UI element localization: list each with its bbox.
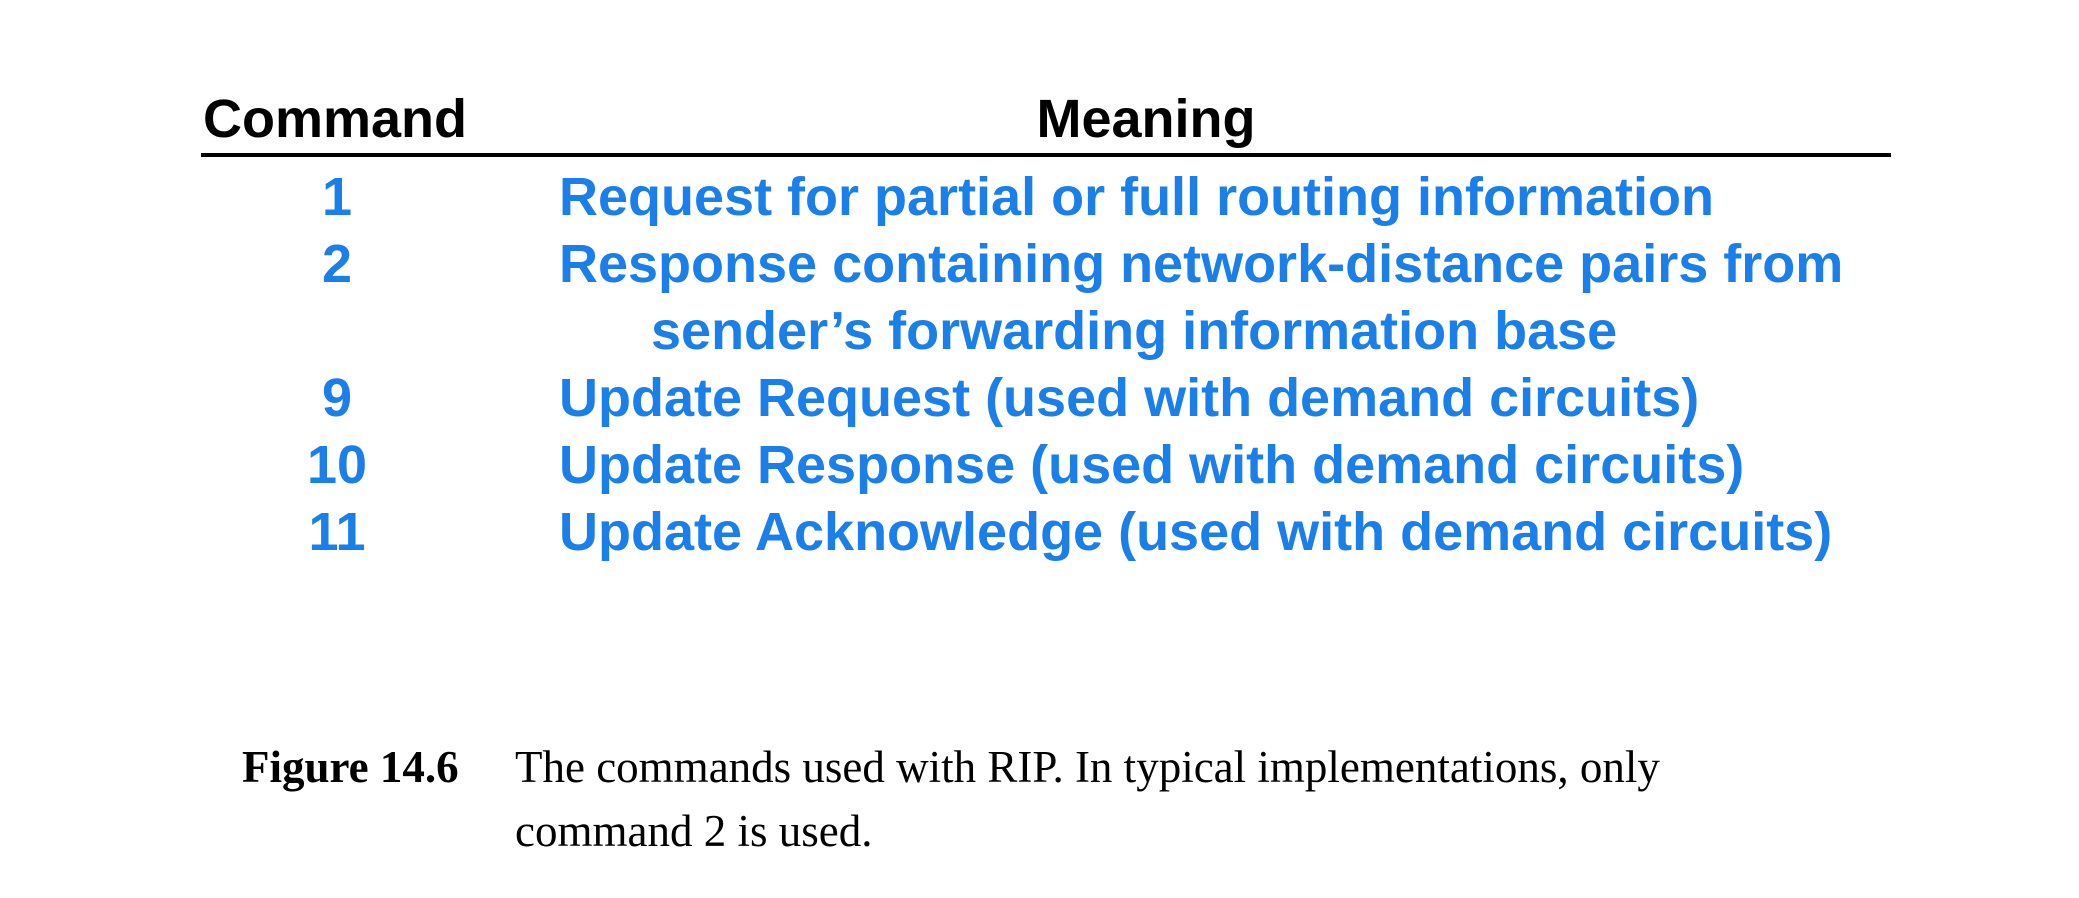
meaning-line: Update Request (used with demand circuit…: [559, 368, 1700, 428]
meaning-cell: Request for partial or full routing info…: [559, 164, 1891, 231]
table-row: 1 Request for partial or full routing in…: [201, 164, 1891, 231]
meaning-line: Response containing network-distance pai…: [559, 234, 1844, 294]
meaning-line: Update Response (used with demand circui…: [559, 435, 1745, 495]
command-cell: 10: [306, 435, 368, 495]
caption-line: The commands used with RIP. In typical i…: [515, 742, 1660, 792]
caption-line: command 2 is used.: [515, 806, 873, 856]
meaning-cell: Response containing network-distance pai…: [559, 231, 1891, 365]
command-cell: 1: [321, 167, 353, 227]
meaning-cell: Update Acknowledge (used with demand cir…: [559, 499, 1891, 566]
command-cell: 9: [321, 368, 353, 428]
meaning-line: Request for partial or full routing info…: [559, 167, 1714, 227]
table-body: 1 Request for partial or full routing in…: [201, 164, 1891, 566]
command-cell: 11: [308, 502, 366, 562]
figure-caption: Figure 14.6 The commands used with RIP. …: [242, 735, 1882, 863]
table-row: 2 Response containing network-distance p…: [201, 231, 1891, 365]
caption-label: Figure 14.6: [242, 742, 459, 792]
table-row: 11 Update Acknowledge (used with demand …: [201, 499, 1891, 566]
table-header: Command Meaning: [201, 88, 1891, 154]
command-cell: 2: [321, 234, 353, 294]
table-row: 9 Update Request (used with demand circu…: [201, 365, 1891, 432]
header-meaning: Meaning: [1036, 89, 1256, 149]
header-command: Command: [203, 89, 468, 149]
header-rule: [201, 153, 1891, 157]
meaning-line-continued: sender’s forwarding information base: [651, 301, 1618, 361]
meaning-cell: Update Request (used with demand circuit…: [559, 365, 1891, 432]
meaning-line: Update Acknowledge (used with demand cir…: [559, 502, 1833, 562]
table-row: 10 Update Response (used with demand cir…: [201, 432, 1891, 499]
meaning-cell: Update Response (used with demand circui…: [559, 432, 1891, 499]
